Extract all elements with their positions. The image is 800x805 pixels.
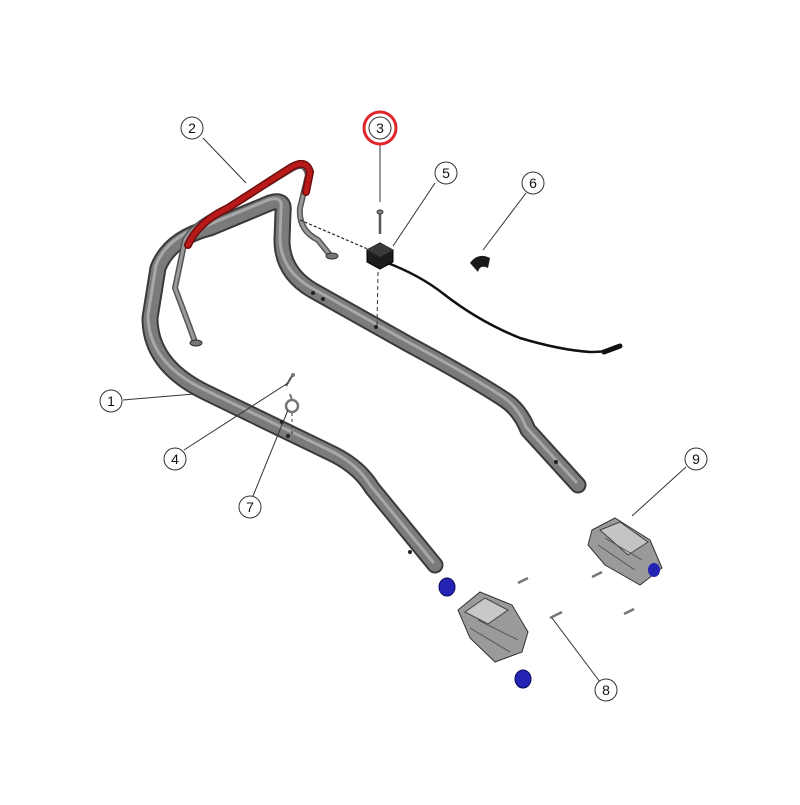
callout-4: 4 bbox=[163, 447, 187, 471]
bolt bbox=[285, 373, 295, 387]
callout-number: 6 bbox=[529, 175, 537, 191]
cable-clip bbox=[470, 255, 490, 272]
callout-number: 1 bbox=[107, 393, 115, 409]
callout-number: 4 bbox=[171, 451, 179, 467]
rope-guide bbox=[284, 393, 300, 436]
callout-circle bbox=[180, 116, 204, 140]
callout-number: 7 bbox=[246, 499, 254, 515]
callout-8: 8 bbox=[594, 678, 618, 702]
callout-circle bbox=[434, 161, 458, 185]
control-cable bbox=[299, 219, 623, 355]
bracket-screws bbox=[517, 570, 635, 620]
callout-circle bbox=[368, 116, 392, 140]
callout-9: 9 bbox=[684, 447, 708, 471]
callout-7: 7 bbox=[238, 495, 262, 519]
callout-circle bbox=[594, 678, 618, 702]
callout-number: 9 bbox=[692, 451, 700, 467]
callout-6: 6 bbox=[521, 171, 545, 195]
callout-number: 3 bbox=[376, 120, 384, 136]
callout-circle bbox=[163, 447, 187, 471]
handle-bracket-left bbox=[457, 591, 529, 663]
callout-circle bbox=[99, 389, 123, 413]
leader-lines bbox=[122, 137, 687, 683]
bail-bar bbox=[172, 159, 339, 347]
handle-tube bbox=[141, 193, 587, 574]
callout-5: 5 bbox=[434, 161, 458, 185]
callout-2: 2 bbox=[180, 116, 204, 140]
callout-circle bbox=[238, 495, 262, 519]
switch-box bbox=[366, 242, 394, 270]
callout-circle bbox=[684, 447, 708, 471]
callout-number: 5 bbox=[442, 165, 450, 181]
callout-circle bbox=[521, 171, 545, 195]
bushings bbox=[438, 577, 532, 689]
callout-number: 2 bbox=[188, 120, 196, 136]
callouts: 1 2 3 4 5 6 7 8 9 bbox=[99, 110, 708, 702]
screw bbox=[376, 209, 384, 326]
callout-1: 1 bbox=[99, 389, 123, 413]
callout-number: 8 bbox=[602, 682, 610, 698]
callout-3: 3 bbox=[362, 110, 398, 146]
handle-bracket-right bbox=[587, 517, 663, 586]
